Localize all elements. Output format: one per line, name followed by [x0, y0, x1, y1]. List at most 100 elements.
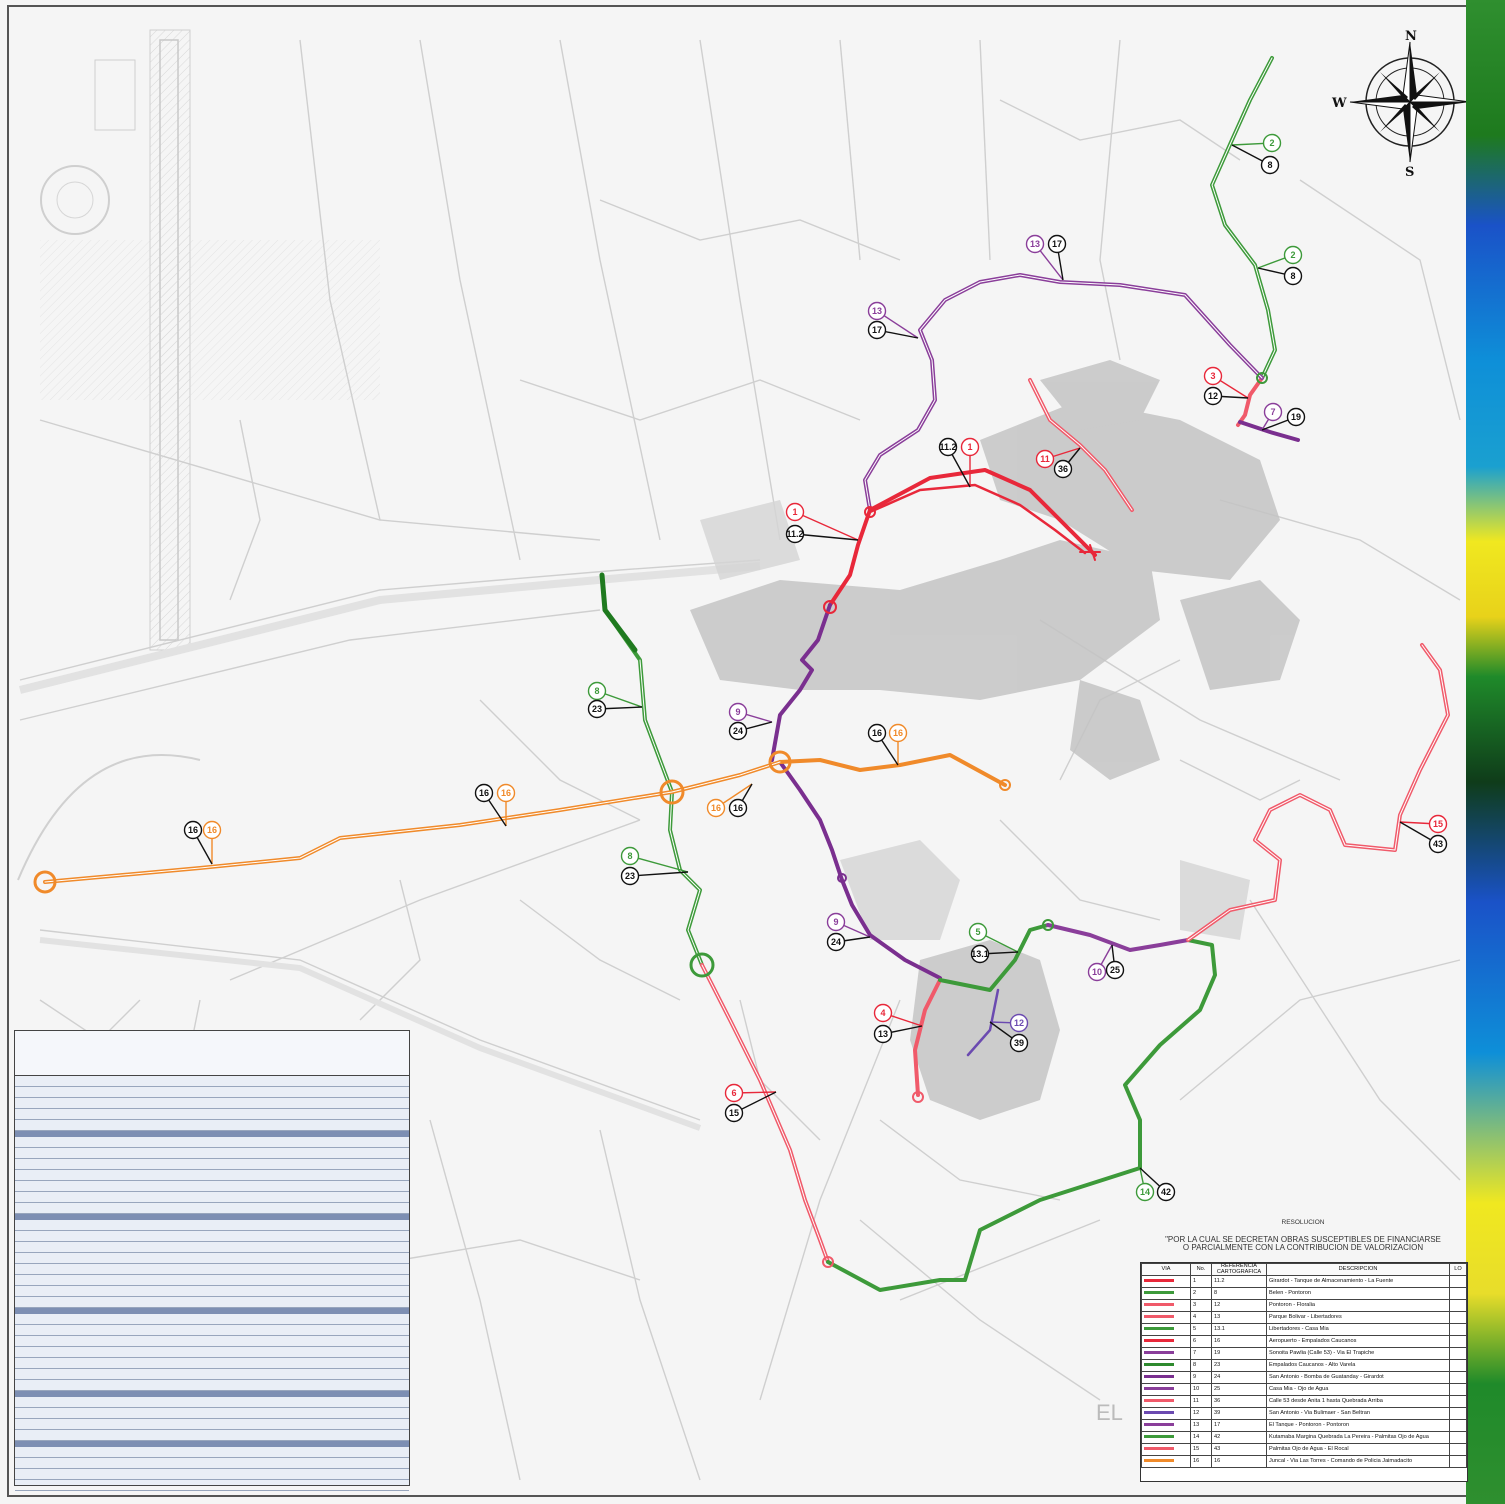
callout-reference-number: 17 — [1052, 239, 1062, 249]
highway-band — [19, 562, 761, 694]
summary-table-row — [15, 1137, 409, 1148]
legend-row-extra — [1449, 1299, 1467, 1313]
place-label: EL — [1096, 1400, 1123, 1425]
legend-swatch-cell — [1141, 1287, 1191, 1301]
route-8-dark — [599, 572, 638, 653]
callout-route-number-ring — [1135, 1182, 1155, 1202]
legend-swatch — [1144, 1326, 1174, 1330]
callout-route-number: 9 — [735, 707, 740, 717]
summary-table-row — [15, 1336, 409, 1347]
summary-table-row — [15, 1120, 409, 1131]
legend-row-extra — [1449, 1443, 1467, 1457]
callout-route-number: 13 — [1030, 239, 1040, 249]
callout-route-number-ring — [968, 922, 988, 942]
legend-row-number: 12 — [1190, 1407, 1212, 1421]
legend-swatch — [1144, 1362, 1174, 1366]
route-1-a — [868, 468, 1097, 557]
legend-row-reference: 16 — [1211, 1455, 1267, 1469]
callout-reference-number: 17 — [872, 325, 882, 335]
summary-table-row — [15, 1447, 409, 1458]
callout-route-number: 2 — [1290, 250, 1295, 260]
legend-row-number: 10 — [1190, 1383, 1212, 1397]
callout-reference-number: 15 — [729, 1108, 739, 1118]
legend-col-ref: REFERENCIA CARTOGRAFICA — [1211, 1262, 1267, 1277]
route-16-inner — [44, 761, 781, 883]
legend-swatch — [1144, 1374, 1174, 1378]
legend-row-description: Kutamaba Margina Quebrada La Pereira - P… — [1266, 1431, 1450, 1445]
callout-reference-number-ring — [1053, 459, 1073, 479]
callout-reference-number: 13 — [878, 1029, 888, 1039]
legend-swatch-cell — [1141, 1455, 1191, 1469]
legend-swatch-cell — [1141, 1335, 1191, 1349]
summary-table-row — [15, 1325, 409, 1336]
legend-table: VIA No. REFERENCIA CARTOGRAFICA DESCRIPC… — [1141, 1262, 1467, 1469]
callout-reference-number: 19 — [1291, 412, 1301, 422]
route-5 — [938, 923, 1050, 992]
legend-swatch — [1144, 1434, 1174, 1438]
route-9-south — [778, 760, 942, 980]
summary-table-row — [15, 1408, 409, 1419]
legend-row-description: Sonoita Pawlia (Calle 53) - Via El Trapi… — [1266, 1347, 1450, 1361]
summary-table-row — [15, 1369, 409, 1380]
callout-reference-number: 42 — [1161, 1187, 1171, 1197]
callout-reference-number: 16 — [188, 825, 198, 835]
callout-route-number-ring — [1428, 814, 1448, 834]
route-callout: 513.1 — [968, 922, 1019, 964]
callout-reference-number: 43 — [1433, 839, 1443, 849]
legend-row-description: Belen - Pontoron — [1266, 1287, 1450, 1301]
callout-reference-number-ring — [1105, 960, 1125, 980]
legend-swatch — [1144, 1410, 1174, 1414]
callout-route-number: 14 — [1140, 1187, 1150, 1197]
callout-reference-number: 11.2 — [786, 529, 803, 539]
legend-row-extra — [1449, 1359, 1467, 1373]
resolution-subtitle-line2: O PARCIALMENTE CON LA CONTRIBUCION DE VA… — [1182, 1243, 1424, 1253]
callout-reference-number: 12 — [1208, 391, 1218, 401]
legend-swatch — [1144, 1314, 1174, 1318]
legend-swatch — [1144, 1302, 1174, 1306]
callout-reference-number-ring — [1286, 407, 1306, 427]
legend-swatch-cell — [1141, 1395, 1191, 1409]
legend-swatch — [1144, 1458, 1174, 1462]
legend-row-number: 2 — [1190, 1287, 1212, 1301]
legend-row-reference: 11.2 — [1211, 1275, 1267, 1289]
legend-swatch — [1144, 1446, 1174, 1450]
legend-row-extra — [1449, 1371, 1467, 1385]
callout-reference-number: 16 — [733, 803, 743, 813]
callout-reference-number-ring — [970, 944, 990, 964]
callout-route-number-ring — [1262, 133, 1282, 153]
route-callout: 924 — [728, 702, 773, 741]
summary-table-row — [15, 1087, 409, 1098]
route-4 — [913, 978, 942, 1097]
callout-reference-number: 13.1 — [971, 949, 989, 959]
callout-route-number-ring — [1035, 449, 1055, 469]
summary-table-row — [15, 1358, 409, 1369]
legend-row-reference: 23 — [1211, 1359, 1267, 1373]
summary-table-row — [15, 1314, 409, 1325]
callout-reference-number: 16 — [872, 728, 882, 738]
callout-reference-number-ring — [728, 721, 748, 741]
summary-table — [14, 1030, 410, 1491]
callout-reference-number-ring — [728, 798, 748, 818]
resolution-title: RESOLUCION — [1281, 1219, 1325, 1226]
legend-row-number: 9 — [1190, 1371, 1212, 1385]
callout-reference-number: 23 — [592, 704, 602, 714]
callout-reference-number-ring — [724, 1103, 744, 1123]
callout-route-number: 5 — [975, 927, 980, 937]
legend-row-reference: 19 — [1211, 1347, 1267, 1361]
callout-reference-number-ring — [826, 932, 846, 952]
legend-swatch-cell — [1141, 1443, 1191, 1457]
callout-route-number: 6 — [731, 1088, 736, 1098]
callout-route-number-ring — [1025, 234, 1045, 254]
route-callout: 413 — [873, 1003, 923, 1044]
callout-route-number-ring — [496, 783, 516, 803]
callout-reference-number: 11.2 — [939, 442, 956, 452]
legend-swatch-cell — [1141, 1419, 1191, 1433]
route-callout: 28 — [1231, 133, 1282, 175]
